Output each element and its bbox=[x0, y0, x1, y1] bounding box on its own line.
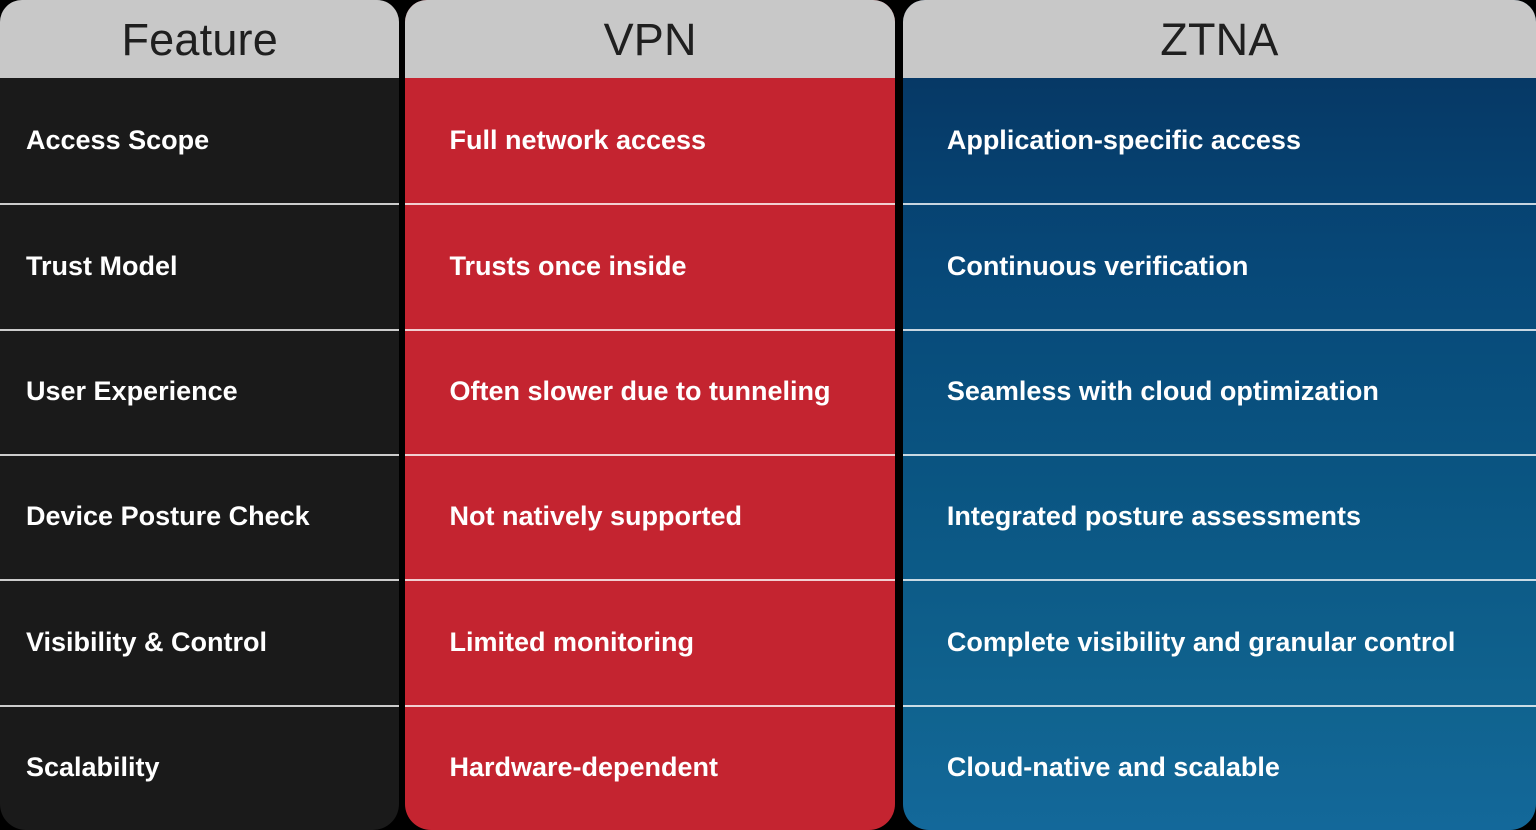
table-cell-feature-5: Scalability bbox=[0, 704, 400, 830]
table-cell-ztna-3: Integrated posture assessments bbox=[902, 453, 1536, 579]
cell-text: Scalability bbox=[26, 752, 160, 783]
table-cell-feature-0: Access Scope bbox=[0, 78, 399, 203]
table-cell-vpn-3: Not natively supported bbox=[405, 453, 895, 579]
cell-text: Access Scope bbox=[26, 125, 210, 156]
cell-group-feature: Access Scope Trust Model User Experience… bbox=[0, 78, 400, 830]
table-cell-feature-2: User Experience bbox=[0, 328, 400, 454]
table-cell-ztna-5: Cloud-native and scalable bbox=[902, 704, 1536, 830]
column-header-label-feature: Feature bbox=[121, 13, 278, 65]
cell-text: Application-specific access bbox=[946, 125, 1301, 156]
column-header-vpn: VPN bbox=[405, 0, 895, 78]
table-cell-vpn-5: Hardware-dependent bbox=[405, 704, 895, 830]
table-cell-vpn-4: Limited monitoring bbox=[405, 579, 895, 704]
cell-text: Continuous verification bbox=[946, 250, 1249, 281]
cell-text: Not natively supported bbox=[449, 501, 742, 532]
table-cell-feature-1: Trust Model bbox=[0, 203, 400, 328]
cell-text: Complete visibility and granular control bbox=[946, 626, 1456, 657]
column-header-label-ztna: ZTNA bbox=[1160, 13, 1279, 65]
column-header-feature: Feature bbox=[0, 0, 400, 78]
table-cell-vpn-1: Trusts once inside bbox=[405, 203, 895, 328]
column-vpn: VPN Full network access Trusts once insi… bbox=[405, 0, 895, 830]
cell-text: Device Posture Check bbox=[26, 501, 310, 532]
cell-text: Limited monitoring bbox=[449, 626, 694, 657]
column-header-ztna: ZTNA bbox=[902, 0, 1536, 78]
table-cell-feature-4: Visibility & Control bbox=[0, 579, 400, 704]
cell-text: Trusts once inside bbox=[449, 250, 687, 281]
cell-text: Hardware-dependent bbox=[449, 752, 719, 783]
cell-text: Trust Model bbox=[26, 250, 178, 281]
table-cell-vpn-0: Full network access bbox=[405, 78, 894, 203]
table-cell-ztna-4: Complete visibility and granular control bbox=[902, 579, 1536, 704]
table-cell-vpn-2: Often slower due to tunneling bbox=[405, 328, 895, 454]
table-cell-feature-3: Device Posture Check bbox=[0, 453, 400, 579]
cell-text: User Experience bbox=[26, 376, 238, 407]
cell-text: Integrated posture assessments bbox=[946, 501, 1361, 532]
cell-text: Visibility & Control bbox=[26, 626, 268, 657]
cell-text: Seamless with cloud optimization bbox=[946, 376, 1379, 407]
cell-group-ztna: Application-specific access Continuous v… bbox=[902, 78, 1536, 830]
column-feature: Feature Access Scope Trust Model User Ex… bbox=[0, 0, 400, 830]
column-ztna: ZTNA Application-specific access Continu… bbox=[902, 0, 1536, 830]
cell-group-vpn: Full network access Trusts once inside O… bbox=[405, 78, 895, 830]
cell-text: Cloud-native and scalable bbox=[946, 752, 1280, 783]
table-cell-ztna-0: Application-specific access bbox=[903, 78, 1536, 203]
column-header-label-vpn: VPN bbox=[603, 13, 697, 65]
table-cell-ztna-2: Seamless with cloud optimization bbox=[902, 328, 1536, 454]
table-cell-ztna-1: Continuous verification bbox=[902, 203, 1536, 328]
cell-text: Full network access bbox=[449, 125, 707, 156]
cell-text: Often slower due to tunneling bbox=[449, 376, 831, 407]
